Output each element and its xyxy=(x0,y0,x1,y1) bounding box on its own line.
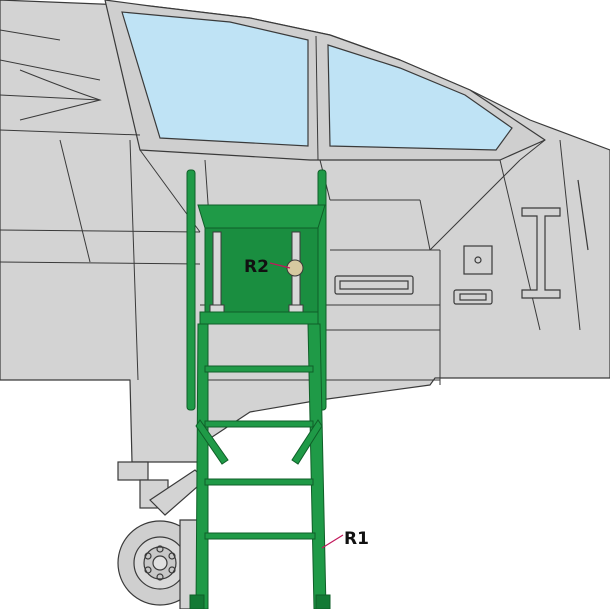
canopy-glass xyxy=(121,11,513,151)
i-beam-marking xyxy=(521,207,561,299)
callout-r1: R1 xyxy=(321,529,369,549)
callout-r2: R2 xyxy=(244,257,291,277)
callout-label-r2: R2 xyxy=(244,257,269,277)
vent-panel xyxy=(334,275,414,295)
front-windscreen xyxy=(121,11,309,147)
landing-gear xyxy=(117,461,206,609)
rear-canopy-glass xyxy=(327,44,513,151)
square-panel xyxy=(463,245,493,275)
callout-label-r1: R1 xyxy=(344,529,369,549)
access-panels xyxy=(334,179,589,305)
boarding-ladder xyxy=(186,169,331,609)
hatch-knob xyxy=(286,259,304,277)
